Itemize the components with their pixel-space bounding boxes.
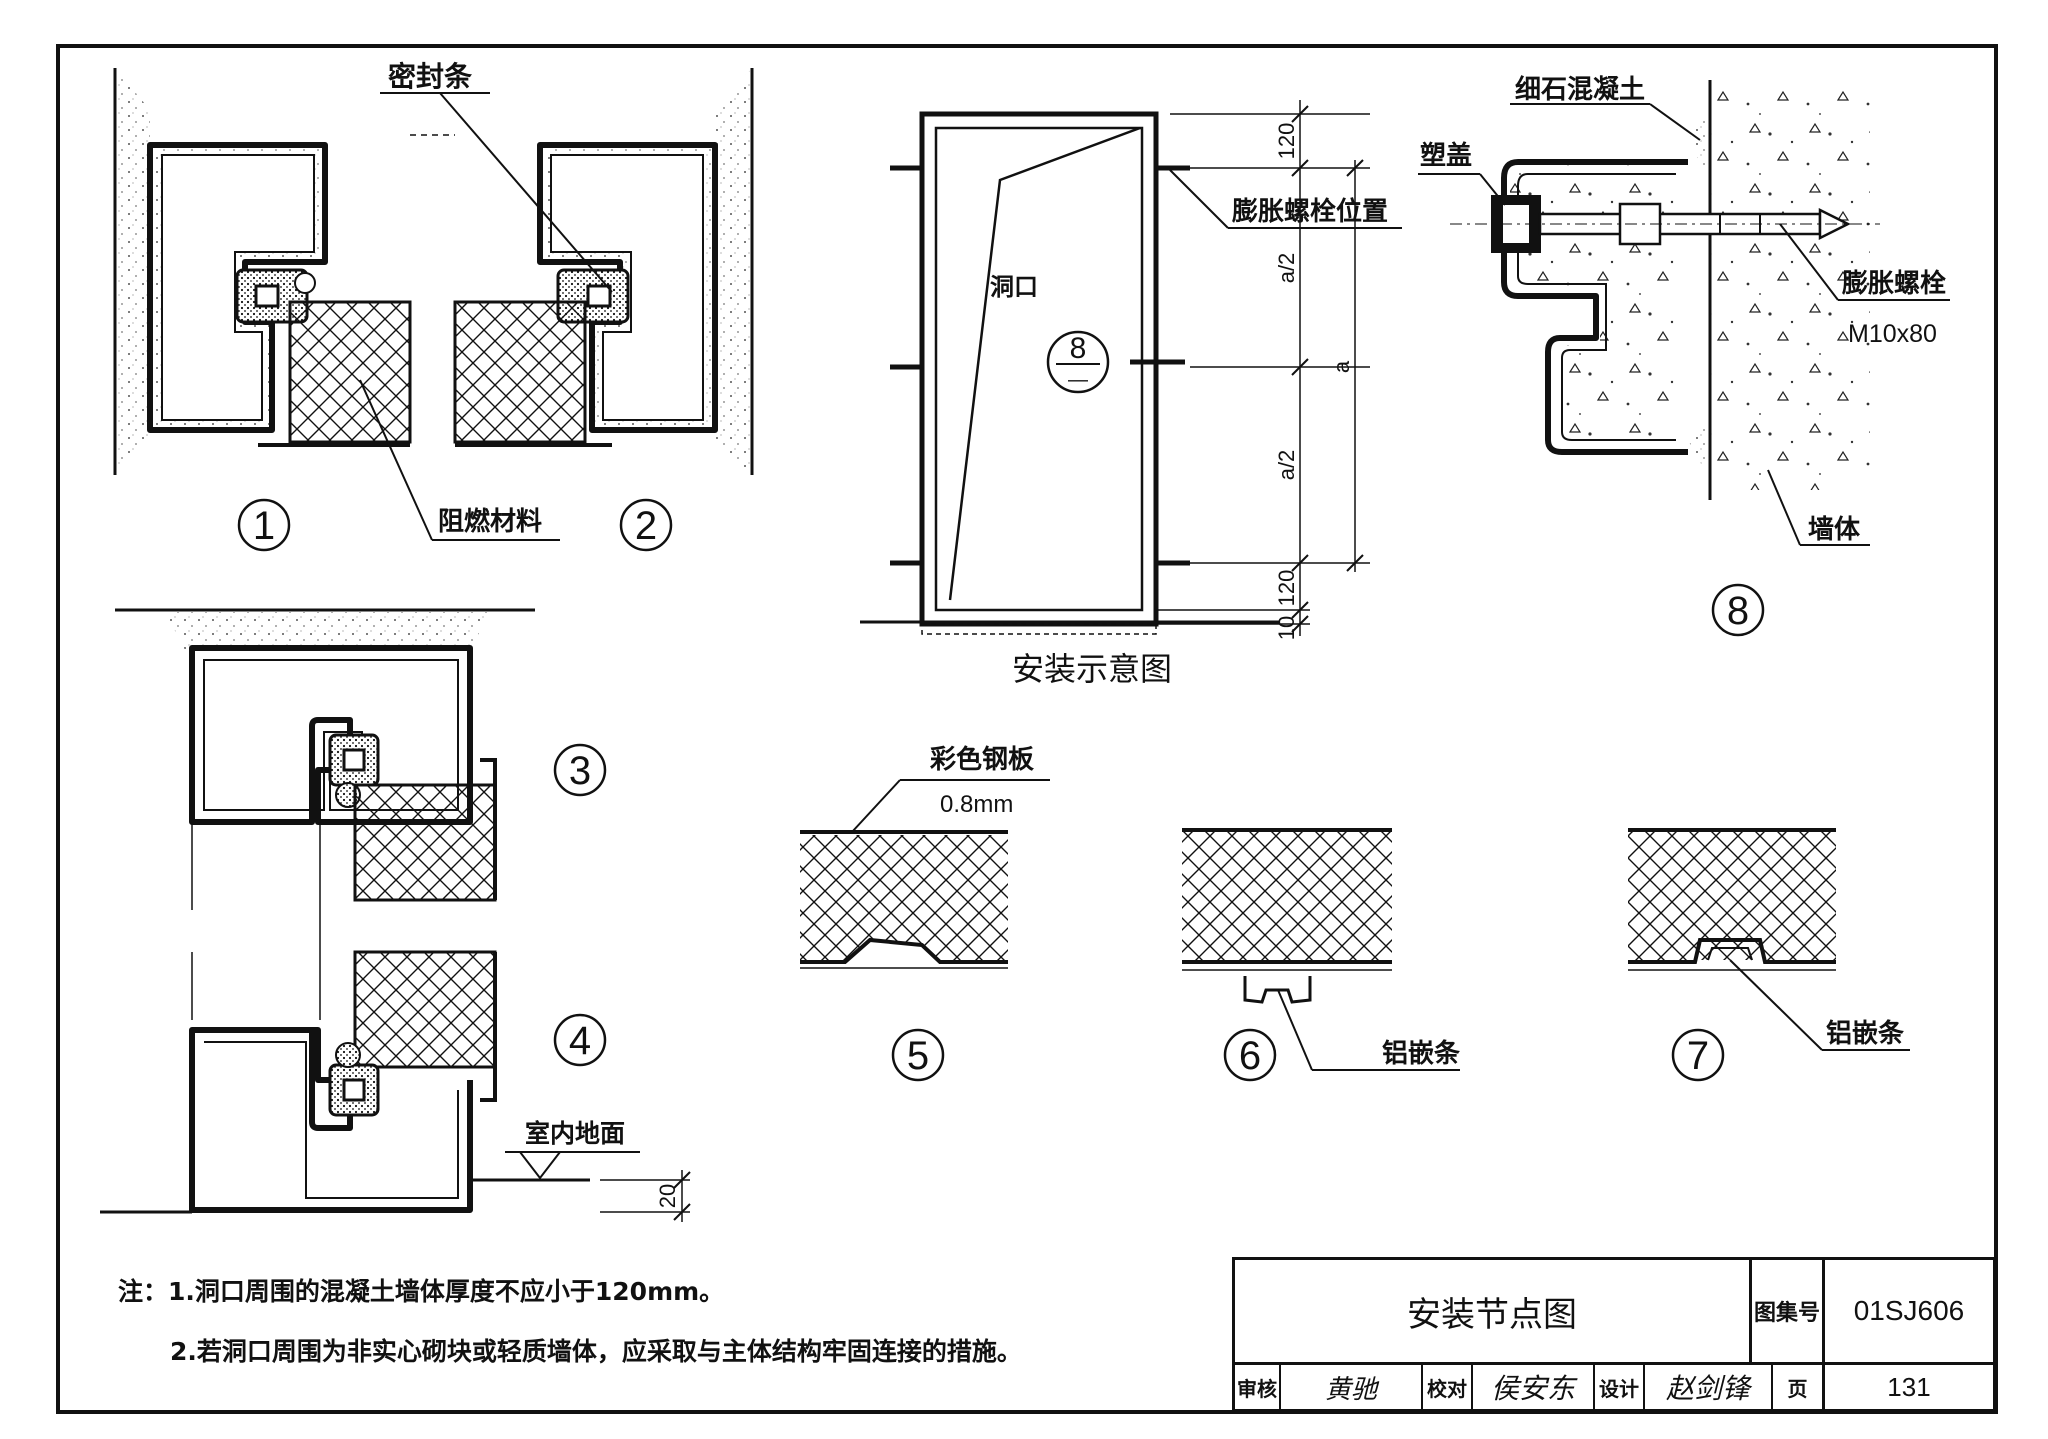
atlas-number: 01SJ606 [1825,1260,1993,1365]
check-label: 校对 [1423,1365,1473,1409]
install-diagram-title: 安装示意图 [1012,650,1172,688]
detail-8-number: 8 [1727,589,1749,633]
detail-7-number: 7 [1687,1034,1709,1078]
dim-10: 10 [1274,616,1299,640]
dim-20: 20 [655,1184,680,1208]
detail-8: 细石混凝土 塑盖 膨胀螺栓 M10x80 墙体 8 [1418,74,1950,637]
detail-1-number: 1 [253,504,275,548]
callout-bottom: — [1068,369,1088,391]
steel-plate-label: 彩色钢板 [929,744,1034,775]
dim-a-half-2: a/2 [1274,450,1299,481]
aluminium-strip-6-label: 铝嵌条 [1382,1038,1461,1069]
drawing-title: 安装节点图 [1235,1260,1752,1365]
dim-120-top: 120 [1274,123,1299,160]
note-2: 2.若洞口周围为非实心砌块或轻质墙体，应采取与主体结构牢固连接的措施。 [170,1337,1022,1366]
indoor-floor-label: 室内地面 [525,1119,625,1148]
reviewer-signature: 黄驰 [1281,1365,1423,1409]
dim-a-half-1: a/2 [1274,253,1299,284]
fire-material-label: 阻燃材料 [438,507,542,537]
page-label: 页 [1773,1365,1825,1409]
bolt-label: 膨胀螺栓 [1842,269,1946,299]
detail-3-number: 3 [569,749,591,793]
install-diagram: 洞口 8 — 膨胀螺栓位置 120 a/2 a a/2 [860,100,1402,688]
bolt-size-label: M10x80 [1848,320,1937,348]
page-number: 131 [1887,1371,1931,1402]
sheet-border [56,44,1998,1414]
review-label: 审核 [1235,1365,1281,1409]
checker-signature: 侯安东 [1473,1365,1595,1409]
callout-top: 8 [1070,332,1087,365]
title-block: 安装节点图 图集号 01SJ606 审核 黄驰 校对 侯安东 设计 赵剑锋 页 … [1232,1257,1996,1412]
seal-strip-label: 密封条 [388,60,472,93]
notes: 注：1.洞口周围的混凝土墙体厚度不应小于120mm。 2.若洞口周围为非实心砌块… [118,1262,1022,1382]
dim-120-bottom: 120 [1274,570,1299,607]
dim-a: a [1329,360,1354,373]
detail-6-number: 6 [1239,1034,1261,1078]
detail-1-2: 密封条 阻燃材料 1 2 [113,60,754,552]
detail-4-number: 4 [569,1019,591,1063]
detail-2-number: 2 [635,504,657,548]
designer-signature: 赵剑锋 [1645,1365,1773,1409]
detail-3-4: 3 4 室内地面 20 [100,608,691,1222]
atlas-label: 图集号 [1752,1260,1825,1365]
fine-concrete-label: 细石混凝土 [1515,74,1645,105]
detail-7: 铝嵌条 7 [1628,828,1910,1082]
plate-thickness-label: 0.8mm [940,791,1013,818]
hole-label: 洞口 [990,273,1038,301]
detail-6: 铝嵌条 6 [1182,828,1461,1082]
aluminium-strip-7-label: 铝嵌条 [1826,1018,1905,1049]
design-label: 设计 [1595,1365,1645,1409]
wall-label: 墙体 [1808,515,1861,545]
detail-5: 彩色钢板 0.8mm 5 [800,744,1050,1082]
detail-5-number: 5 [907,1034,929,1078]
plastic-cap-label: 塑盖 [1420,140,1472,171]
note-1: 注：1.洞口周围的混凝土墙体厚度不应小于120mm。 [118,1277,725,1306]
bolt-position-label: 膨胀螺栓位置 [1232,196,1388,227]
